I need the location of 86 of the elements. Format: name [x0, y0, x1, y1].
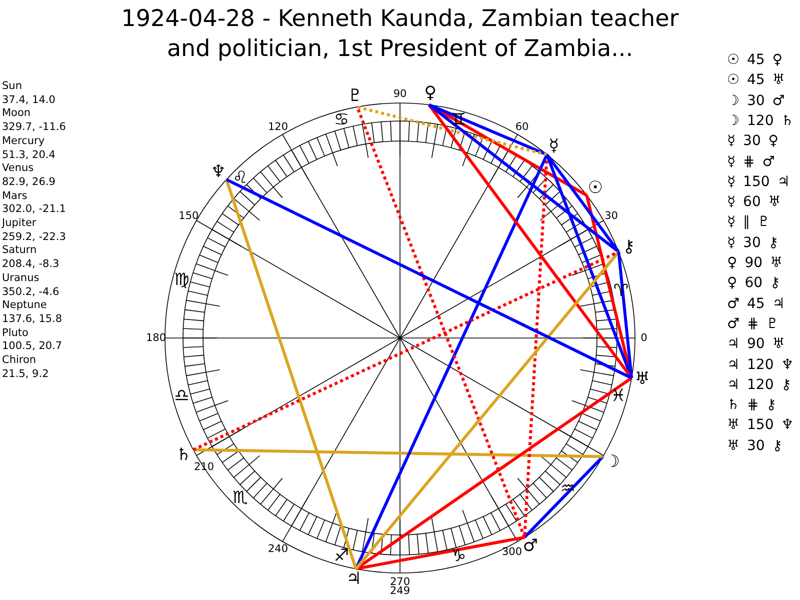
aspect-entry: ♅ 150 ♆ — [727, 416, 794, 434]
planet-symbol: ♅ — [633, 370, 652, 390]
aspect-entry: ♂ 45 ♃ — [727, 294, 785, 313]
aspect-line — [226, 178, 632, 380]
aspect-line — [617, 252, 634, 378]
zodiac-sign: ♓ — [610, 387, 626, 406]
aspect-line — [523, 456, 604, 538]
aspect-line — [356, 105, 548, 156]
planet-position-text: Sun — [2, 80, 22, 93]
planet-symbol: ☽ — [603, 452, 622, 472]
planet-position-text: 37.4, 14.0 — [2, 94, 56, 107]
planet-position-text: 51.3, 20.4 — [2, 148, 56, 162]
planet-position-text: 208.4, -8.3 — [2, 258, 60, 272]
aspect-entry: ☿ 30 ♀ — [727, 132, 779, 150]
aspect-line — [225, 179, 358, 570]
planet-position-text: 137.6, 15.8 — [2, 312, 62, 326]
aspect-line — [193, 448, 603, 458]
aspect-entry: ♄ ⋕ ⚷ — [727, 396, 776, 414]
planet-symbol: ☉ — [586, 178, 604, 199]
planet-position-text: 302.0, -21.1 — [2, 203, 66, 216]
planet-position-text: Pluto — [2, 326, 28, 340]
zodiac-sign: ♐ — [334, 547, 350, 566]
planet-position-text: 21.5, 9.2 — [2, 368, 49, 381]
planet-position-text: 82.9, 26.9 — [2, 176, 56, 189]
aspect-entry: ♃ 120 ♆ — [727, 356, 794, 374]
planet-position-text: 329.7, -11.6 — [2, 121, 66, 134]
aspect-line — [192, 250, 620, 452]
degree-label: 150 — [178, 210, 199, 222]
planet-position-text: Mercury — [2, 134, 45, 148]
planet-symbol: ♇ — [346, 86, 364, 106]
degree-label: 0 — [640, 332, 648, 344]
planet-symbol: ♃ — [344, 570, 363, 590]
zodiac-sign: ♋ — [334, 110, 350, 129]
aspect-entry: ☽ 30 ♂ — [727, 92, 785, 110]
planet-symbol: ☿ — [544, 136, 563, 156]
aspect-line — [356, 536, 525, 570]
aspect-entry: ☿ 150 ♃ — [727, 172, 790, 191]
degree-label: 90 — [393, 88, 407, 100]
chart-title: 1924-04-28 - Kenneth Kaunda, Zambian teacher and politician, 1st President of Zambia... — [120, 5, 680, 64]
aspect-entry: ♂ ⋕ ♇ — [727, 314, 779, 333]
aspect-entry: ♀ 90 ♅ — [727, 254, 783, 272]
aspect-entry: ♀ 60 ⚷ — [727, 274, 780, 292]
aspect-entry: ☿ 60 ♅ — [727, 193, 781, 212]
aspect-entry: ☉ 45 ♅ — [727, 71, 785, 90]
aspect-entry: ♃ 120 ⚷ — [727, 376, 792, 394]
planet-position-text: 100.5, 20.7 — [2, 340, 62, 354]
aspect-entry: ☽ 120 ♄ — [727, 112, 794, 130]
aspect-line — [428, 104, 620, 254]
planet-symbol: ♆ — [209, 162, 228, 182]
planet-symbol: ♀ — [421, 84, 440, 104]
planet-position-text: 259.2, -22.3 — [2, 230, 66, 244]
planet-position-text: Chiron — [2, 354, 36, 367]
aspect-line — [355, 376, 632, 570]
aspect-entry: ☿ ⋕ ♂ — [727, 152, 775, 170]
zodiac-sign: ♎ — [174, 387, 190, 406]
zodiac-sign: ♊ — [450, 110, 466, 129]
aspect-line — [354, 250, 620, 570]
aspect-entry: ☉ 45 ♀ — [727, 51, 783, 69]
aspect-line — [428, 103, 548, 156]
zodiac-sign: ♍ — [174, 270, 190, 288]
planet-symbol: ⚷ — [620, 238, 638, 258]
aspect-entry: ♃ 90 ♅ — [727, 335, 785, 354]
planet-position-text: Uranus — [2, 272, 40, 285]
planet-position-text: Venus — [2, 162, 34, 176]
planet-position-text: Moon — [2, 107, 31, 120]
aspect-entry: ☿ ∥ ♇ — [727, 213, 770, 232]
degree-label: 60 — [515, 120, 529, 133]
planet-symbol: ♂ — [521, 536, 540, 557]
degree-label: 120 — [268, 120, 288, 133]
planet-position-text: Saturn — [2, 244, 37, 258]
aspect-entry: ♅ 30 ⚷ — [727, 436, 783, 455]
aspect-line — [546, 154, 620, 253]
planet-position-text: Jupiter — [2, 217, 36, 230]
degree-label: 30 — [604, 210, 618, 222]
zodiac-sign: ♏ — [232, 488, 248, 507]
degree-label: 240 — [268, 543, 288, 556]
planet-symbol: ♄ — [174, 445, 193, 465]
zodiac-sign: ♑ — [450, 547, 466, 566]
aspect-line — [356, 106, 526, 538]
degree-label: 249 — [390, 585, 410, 597]
zodiac-sign: ♌ — [232, 169, 248, 188]
planet-position-text: 350.2, -4.6 — [2, 286, 60, 298]
planet-position-text: Mars — [2, 190, 28, 203]
degree-label: 300 — [502, 546, 522, 558]
aspect-entry: ☿ 30 ⚷ — [727, 234, 779, 252]
planet-position-text: Neptune — [2, 299, 47, 312]
